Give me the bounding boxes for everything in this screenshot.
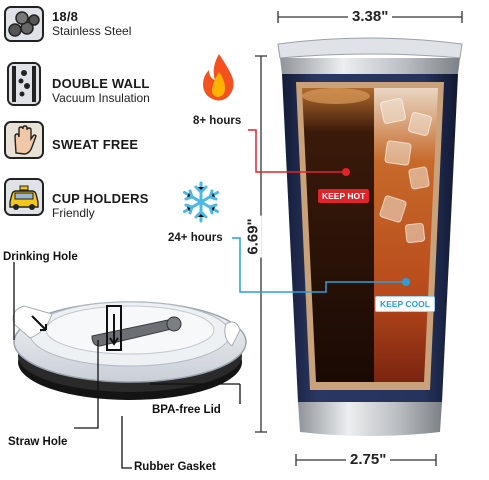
feature-subtitle-cup-holders: Friendly (52, 206, 95, 220)
steel-icon (4, 6, 44, 42)
keep-hot-badge: KEEP HOT (318, 189, 370, 203)
hot-hours: 8+ hours (193, 115, 242, 127)
label-rubber-gasket: Rubber Gasket (134, 461, 216, 473)
cold-hours: 24+ hours (168, 232, 223, 244)
feature-title-cup-holders: CUP HOLDERS (52, 191, 149, 206)
flame-icon (203, 54, 234, 101)
dimension-top-width: 3.38" (348, 8, 393, 25)
dimension-height: 6.69" (244, 215, 262, 258)
feature-subtitle-steel: Stainless Steel (52, 24, 132, 38)
car-icon (4, 178, 44, 216)
snowflake-icon (183, 181, 219, 223)
label-straw-hole: Straw Hole (8, 436, 68, 448)
lid-leader-lines (13, 262, 241, 469)
keep-cool-badge: KEEP COOL (375, 296, 435, 312)
hand-icon (4, 121, 44, 159)
dimension-bottom-width: 2.75" (346, 451, 391, 468)
feature-subtitle-double-wall: Vacuum Insulation (52, 91, 150, 105)
lid-illustration (12, 301, 247, 400)
label-drinking-hole: Drinking Hole (3, 251, 78, 263)
feature-title-steel: 18/8 (52, 9, 79, 24)
double-wall-icon (7, 62, 41, 106)
feature-title-double-wall: DOUBLE WALL (52, 76, 150, 91)
label-bpa-free-lid: BPA-free Lid (152, 404, 221, 416)
feature-title-sweat-free: SWEAT FREE (52, 137, 139, 152)
